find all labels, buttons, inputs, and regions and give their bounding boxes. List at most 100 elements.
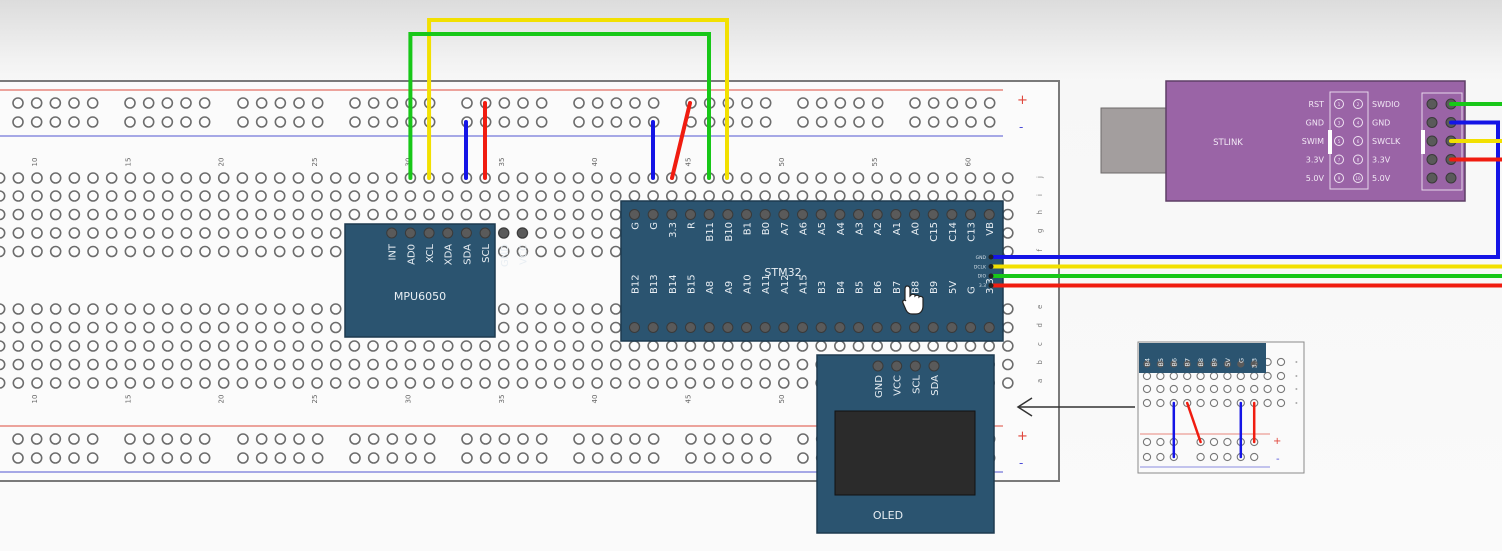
- breadboard-hole[interactable]: [292, 358, 305, 371]
- rail-hole[interactable]: [927, 116, 940, 128]
- breadboard-hole[interactable]: [740, 190, 753, 202]
- breadboard-hole[interactable]: [890, 190, 902, 202]
- inset-hole[interactable]: [1169, 384, 1178, 394]
- breadboard-hole[interactable]: [1002, 358, 1014, 371]
- breadboard-hole[interactable]: [292, 245, 305, 258]
- breadboard-hole[interactable]: [908, 172, 921, 184]
- breadboard-hole[interactable]: [348, 190, 361, 202]
- breadboard-hole[interactable]: [311, 227, 323, 239]
- breadboard-hole[interactable]: [946, 172, 958, 184]
- breadboard-hole[interactable]: [834, 340, 846, 352]
- rail-hole[interactable]: [591, 433, 604, 445]
- breadboard-hole[interactable]: [703, 358, 715, 371]
- mpu6050-pin[interactable]: [460, 227, 472, 239]
- breadboard-hole[interactable]: [572, 208, 585, 221]
- rail-hole[interactable]: [573, 97, 585, 109]
- stm32-bottom-pin[interactable]: [946, 322, 958, 333]
- breadboard-hole[interactable]: [927, 340, 939, 352]
- breadboard-hole[interactable]: [68, 303, 81, 315]
- breadboard-hole[interactable]: [87, 245, 99, 258]
- breadboard-hole[interactable]: [329, 358, 342, 371]
- breadboard-hole[interactable]: [0, 340, 6, 352]
- breadboard-hole[interactable]: [12, 340, 25, 352]
- inset-rail-hole[interactable]: [1250, 452, 1259, 462]
- rail-hole[interactable]: [797, 433, 809, 445]
- breadboard-hole[interactable]: [199, 245, 211, 258]
- breadboard-hole[interactable]: [311, 321, 323, 334]
- rail-hole[interactable]: [423, 433, 436, 445]
- breadboard-hole[interactable]: [348, 340, 361, 352]
- breadboard-hole[interactable]: [329, 245, 342, 258]
- rail-hole[interactable]: [722, 433, 735, 445]
- breadboard-hole[interactable]: [553, 172, 566, 184]
- breadboard-hole[interactable]: [385, 172, 398, 184]
- breadboard-hole[interactable]: [740, 172, 753, 184]
- breadboard-hole[interactable]: [946, 340, 958, 352]
- rail-hole[interactable]: [965, 116, 977, 128]
- rail-hole[interactable]: [274, 116, 287, 128]
- inset-hole[interactable]: [1276, 357, 1286, 367]
- inset-pin[interactable]: [1183, 360, 1191, 368]
- breadboard-hole[interactable]: [777, 172, 790, 184]
- rail-hole[interactable]: [274, 97, 287, 109]
- breadboard-hole[interactable]: [161, 321, 174, 334]
- inset-hole[interactable]: [1209, 398, 1219, 408]
- breadboard-hole[interactable]: [721, 190, 734, 202]
- breadboard-hole[interactable]: [124, 245, 137, 258]
- breadboard-hole[interactable]: [311, 190, 323, 202]
- breadboard-hole[interactable]: [553, 340, 566, 352]
- rail-hole[interactable]: [142, 97, 155, 109]
- rail-hole[interactable]: [946, 97, 959, 109]
- rail-hole[interactable]: [479, 433, 492, 445]
- breadboard-hole[interactable]: [665, 340, 678, 352]
- breadboard-hole[interactable]: [329, 208, 342, 221]
- breadboard-hole[interactable]: [572, 340, 585, 352]
- breadboard-hole[interactable]: [441, 208, 454, 221]
- inset-hole[interactable]: [1209, 384, 1219, 394]
- inset-hole[interactable]: [1156, 371, 1165, 381]
- rail-hole[interactable]: [573, 452, 585, 464]
- inset-pin[interactable]: [1223, 360, 1231, 368]
- rail-hole[interactable]: [49, 452, 62, 464]
- breadboard-hole[interactable]: [273, 377, 286, 389]
- stm32-top-pin[interactable]: [834, 209, 846, 220]
- breadboard-hole[interactable]: [180, 358, 193, 371]
- rail-hole[interactable]: [815, 97, 828, 109]
- breadboard-hole[interactable]: [591, 358, 603, 371]
- breadboard-hole[interactable]: [49, 208, 62, 221]
- breadboard-hole[interactable]: [12, 245, 25, 258]
- breadboard-hole[interactable]: [367, 208, 379, 221]
- breadboard-hole[interactable]: [143, 208, 155, 221]
- breadboard-hole[interactable]: [609, 190, 622, 202]
- breadboard-hole[interactable]: [908, 190, 921, 202]
- breadboard-hole[interactable]: [516, 172, 529, 184]
- breadboard-hole[interactable]: [199, 377, 211, 389]
- breadboard-hole[interactable]: [49, 245, 62, 258]
- rail-hole[interactable]: [797, 116, 809, 128]
- breadboard-hole[interactable]: [572, 303, 585, 315]
- breadboard-hole[interactable]: [124, 377, 137, 389]
- rail-hole[interactable]: [386, 433, 399, 445]
- rail-hole[interactable]: [180, 116, 192, 128]
- rail-hole[interactable]: [498, 452, 511, 464]
- breadboard-hole[interactable]: [87, 227, 99, 239]
- breadboard-hole[interactable]: [852, 340, 865, 352]
- inset-hole[interactable]: [1236, 384, 1245, 394]
- breadboard-hole[interactable]: [49, 303, 62, 315]
- breadboard-hole[interactable]: [834, 190, 846, 202]
- breadboard-hole[interactable]: [124, 227, 137, 239]
- breadboard-hole[interactable]: [1002, 377, 1014, 389]
- breadboard-hole[interactable]: [609, 377, 622, 389]
- breadboard-hole[interactable]: [609, 172, 622, 184]
- rail-hole[interactable]: [983, 97, 996, 109]
- inset-rail-hole[interactable]: [1209, 452, 1219, 462]
- inset-hole[interactable]: [1223, 398, 1232, 408]
- stm32-top-pin[interactable]: [647, 209, 659, 220]
- stm32-top-pin[interactable]: [666, 209, 678, 220]
- breadboard-hole[interactable]: [292, 303, 305, 315]
- breadboard-hole[interactable]: [535, 208, 547, 221]
- breadboard-hole[interactable]: [236, 172, 249, 184]
- breadboard-hole[interactable]: [1002, 340, 1014, 352]
- breadboard-hole[interactable]: [441, 190, 454, 202]
- rail-hole[interactable]: [349, 97, 361, 109]
